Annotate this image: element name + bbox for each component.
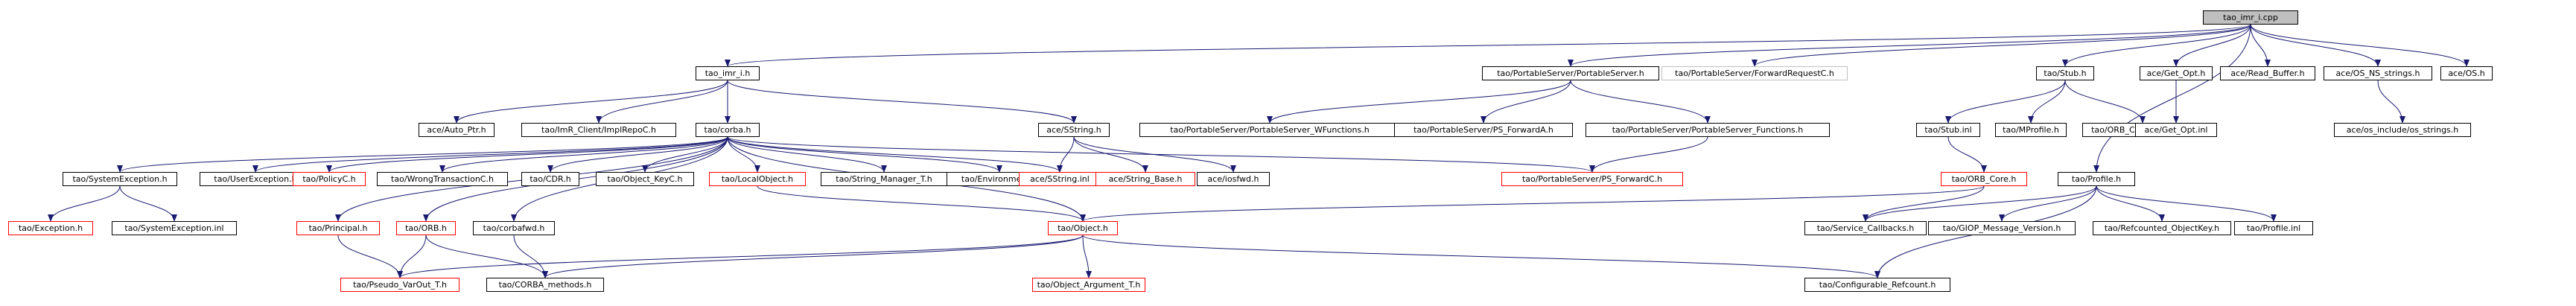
node-ps-wfunctions[interactable]: tao/PortableServer/PortableServer_WFunct…: [1139, 123, 1400, 137]
node-string-base[interactable]: ace/String_Base.h: [1095, 172, 1195, 186]
node-read-buffer[interactable]: ace/Read_Buffer.h: [2220, 66, 2315, 80]
node-stub-inl[interactable]: tao/Stub.inl: [1916, 123, 1980, 137]
node-ace-os[interactable]: ace/OS.h: [2440, 66, 2493, 80]
node-giop-message-version[interactable]: tao/GIOP_Message_Version.h: [1928, 221, 2076, 235]
edge-corba-h-to-environment: [727, 136, 1002, 173]
node-string-manager[interactable]: tao/String_Manager_T.h: [821, 172, 947, 186]
edge-systemexception-h-to-systemexception-inl: [119, 185, 177, 222]
edge-root-to-get-opt-h: [2173, 24, 2251, 67]
node-configurable-refcount[interactable]: tao/Configurable_Refcount.h: [1804, 278, 1950, 292]
node-localobject[interactable]: tao/LocalObject.h: [709, 172, 806, 186]
node-object-h[interactable]: tao/Object.h: [1048, 221, 1118, 235]
edge-root-to-portableserver-h: [1568, 24, 2251, 67]
edge-sstring-h-to-iosfwd: [1073, 136, 1236, 173]
node-os-include-strings[interactable]: ace/os_include/os_strings.h: [2334, 123, 2471, 137]
edge-root-to-os-ns-strings: [2250, 24, 2381, 67]
node-profile-inl[interactable]: tao/Profile.inl: [2234, 221, 2313, 235]
edge-sstring-h-to-sstring-inl: [1057, 136, 1075, 173]
node-mprofile[interactable]: tao/MProfile.h: [1995, 123, 2067, 137]
edge-profile-h-to-profile-inl: [2096, 185, 2277, 222]
node-orb-h[interactable]: tao/ORB.h: [396, 221, 456, 235]
edge-root-to-read-buffer: [2250, 24, 2271, 67]
node-exception-h[interactable]: tao/Exception.h: [8, 221, 93, 235]
edge-stub-h-to-stub-inl: [1945, 80, 2066, 124]
edge-imr-i-h-to-imr-client: [596, 80, 728, 124]
node-sstring-inl[interactable]: ace/SString.inl: [1019, 172, 1101, 186]
edge-corba-h-to-object-keyc: [642, 136, 728, 173]
edge-root-to-stub-h: [2062, 24, 2251, 67]
node-object-argument[interactable]: tao/Object_Argument_T.h: [1032, 278, 1145, 292]
edge-portableserver-h-to-ps-wfunctions: [1267, 80, 1571, 124]
edge-imr-i-h-to-auto-ptr: [454, 80, 728, 124]
edge-imr-i-h-to-sstring-h: [727, 80, 1077, 124]
node-principal[interactable]: tao/Principal.h: [296, 221, 380, 235]
edge-root-to-profile-h: [2093, 24, 2251, 173]
node-cdr-h[interactable]: tao/CDR.h: [521, 172, 579, 186]
node-refcounted-objectkey[interactable]: tao/Refcounted_ObjectKey.h: [2093, 221, 2231, 235]
edge-corba-h-to-systemexception-h: [117, 136, 728, 173]
node-forwardrequestc[interactable]: tao/PortableServer/ForwardRequestC.h: [1661, 66, 1848, 80]
edge-sstring-h-to-string-base: [1073, 136, 1148, 173]
node-corbafwd[interactable]: tao/corbafwd.h: [473, 221, 555, 235]
node-ps-forwardc[interactable]: tao/PortableServer/PS_ForwardC.h: [1501, 172, 1683, 186]
edge-localobject-to-object-h: [757, 185, 1086, 222]
node-systemexception-inl[interactable]: tao/SystemException.inl: [112, 221, 237, 235]
edge-corba-h-to-localobject: [727, 136, 760, 173]
edge-object-h-to-pseudo-varout: [397, 235, 1084, 278]
edge-portableserver-h-to-ps-forwarda: [1481, 80, 1571, 124]
node-imr-client[interactable]: tao/ImR_Client/ImplRepoC.h: [521, 123, 676, 137]
node-ps-functions[interactable]: tao/PortableServer/PortableServer_Functi…: [1586, 123, 1830, 137]
edge-root-to-ace-os: [2250, 24, 2470, 67]
node-auto-ptr[interactable]: ace/Auto_Ptr.h: [419, 123, 494, 137]
edge-orb-h-to-corba-methods: [425, 235, 548, 278]
node-userexception[interactable]: tao/UserException.h: [200, 172, 311, 186]
edge-systemexception-h-to-exception-h: [48, 185, 121, 222]
edge-ps-functions-to-ps-forwardc: [1589, 136, 1708, 173]
edge-object-h-to-configurable-refcount: [1082, 235, 1880, 278]
edge-corba-h-to-userexception: [252, 136, 728, 173]
edge-profile-h-to-service-callbacks: [1863, 185, 2097, 222]
node-object-keyc[interactable]: tao/Object_KeyC.h: [596, 172, 694, 186]
node-ps-forwarda[interactable]: tao/PortableServer/PS_ForwardA.h: [1394, 123, 1573, 137]
edge-os-ns-strings-to-os-include-strings: [2377, 80, 2405, 124]
node-profile-h[interactable]: tao/Profile.h: [2058, 172, 2135, 186]
node-iosfwd[interactable]: ace/iosfwd.h: [1197, 172, 1270, 186]
node-service-callbacks[interactable]: tao/Service_Callbacks.h: [1804, 221, 1927, 235]
edge-object-h-to-object-argument: [1082, 235, 1092, 278]
edge-portableserver-h-to-ps-functions: [1570, 80, 1711, 124]
node-stub-h[interactable]: tao/Stub.h: [2036, 66, 2094, 80]
edge-root-to-imr-i-h: [725, 24, 2251, 67]
node-os-ns-strings[interactable]: ace/OS_NS_strings.h: [2324, 66, 2432, 80]
edge-corba-h-to-string-manager: [727, 136, 887, 173]
node-wrongtransaction[interactable]: tao/WrongTransactionC.h: [377, 172, 508, 186]
edge-corba-h-to-policyc: [326, 136, 728, 173]
node-root: tao_imr_i.cpp: [2203, 10, 2298, 25]
node-get-opt-h[interactable]: ace/Get_Opt.h: [2140, 66, 2213, 80]
edge-corba-h-to-wrongtransaction: [439, 136, 728, 173]
edge-orb-core-to-object-h: [1080, 185, 1985, 222]
node-imr-i-h[interactable]: tao_imr_i.h: [696, 66, 760, 80]
node-systemexception-h[interactable]: tao/SystemException.h: [63, 172, 177, 186]
edge-object-h-to-corba-methods: [542, 235, 1084, 278]
edge-profile-h-to-refcounted-objectkey: [2096, 185, 2165, 222]
node-pseudo-varout[interactable]: tao/Pseudo_VarOut_T.h: [340, 278, 459, 292]
edge-stub-inl-to-orb-core: [1947, 136, 1987, 173]
node-portableserver-h[interactable]: tao/PortableServer/PortableServer.h: [1482, 66, 1659, 80]
node-get-opt-inl[interactable]: ace/Get_Opt.inl: [2135, 123, 2217, 137]
edge-stub-h-to-orb-core-auto-ptr: [2064, 80, 2146, 124]
edge-corba-h-to-cdr-h: [547, 136, 728, 173]
node-orb-core[interactable]: tao/ORB_Core.h: [1941, 172, 2027, 186]
node-corba-h[interactable]: tao/corba.h: [696, 123, 760, 137]
edge-root-to-forwardrequestc: [1752, 24, 2251, 67]
edge-orb-core-to-service-callbacks: [1863, 185, 1985, 222]
node-policyc[interactable]: tao/PolicyC.h: [293, 172, 366, 186]
edge-corba-h-to-sstring-inl: [727, 136, 1063, 173]
node-sstring-h[interactable]: ace/SString.h: [1038, 123, 1110, 137]
edge-stub-h-to-mprofile: [2028, 80, 2066, 124]
edge-corba-h-to-ps-forwardc: [727, 136, 1595, 173]
node-corba-methods[interactable]: tao/CORBA_methods.h: [486, 278, 604, 292]
edge-profile-h-to-giop-message-version: [1999, 185, 2097, 222]
